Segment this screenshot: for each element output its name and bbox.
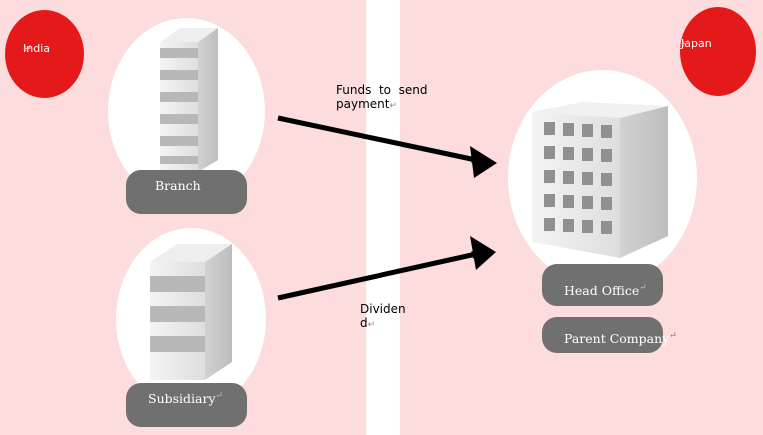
funds-label-line1: Funds to send bbox=[336, 83, 428, 97]
window-icon bbox=[601, 173, 612, 186]
dividend-label: Dividen d↵ bbox=[360, 302, 406, 332]
parent-company-pill: Parent Company↵ bbox=[542, 317, 677, 353]
head-office-pill: Head Office↵ bbox=[542, 264, 663, 306]
paragraph-mark-icon: ↵ bbox=[23, 42, 33, 55]
dividend-arrow bbox=[277, 250, 480, 301]
subsidiary-building-icon bbox=[150, 244, 232, 380]
head-office-label: Head Office bbox=[564, 283, 640, 298]
head-office-building-icon bbox=[532, 102, 668, 258]
window-icon bbox=[582, 124, 593, 137]
window-icon bbox=[544, 218, 555, 231]
branch-pill: Branch bbox=[126, 170, 247, 214]
window-icon bbox=[601, 149, 612, 162]
window-icon bbox=[563, 195, 574, 208]
window-icon bbox=[601, 221, 612, 234]
subsidiary-pill: Subsidiary↵ bbox=[126, 383, 247, 427]
window-icon bbox=[582, 172, 593, 185]
paragraph-mark-icon: ↵ bbox=[639, 283, 647, 293]
window-icon bbox=[563, 219, 574, 232]
window-icon bbox=[544, 194, 555, 207]
paragraph-mark-icon: ↵ bbox=[367, 320, 376, 330]
funds-label-line2: payment bbox=[336, 97, 390, 111]
window-icon bbox=[601, 125, 612, 138]
window-icon bbox=[544, 122, 555, 135]
dividend-arrowhead-icon bbox=[470, 236, 496, 270]
window-icon bbox=[563, 147, 574, 160]
window-icon bbox=[582, 148, 593, 161]
paragraph-mark-icon: ↵ bbox=[681, 37, 691, 50]
branch-label: Branch bbox=[155, 178, 201, 193]
funds-label: Funds to send payment↵ bbox=[336, 83, 428, 113]
subsidiary-label: Subsidiary bbox=[148, 391, 216, 406]
parent-company-label: Parent Company bbox=[564, 331, 670, 346]
country-japan-label: Japan bbox=[681, 37, 712, 50]
border-divider bbox=[366, 0, 400, 435]
window-icon bbox=[563, 171, 574, 184]
dividend-label-line2: d bbox=[360, 316, 368, 330]
funds-arrow bbox=[277, 115, 480, 164]
country-india-circle: India↵ bbox=[5, 10, 84, 98]
window-icon bbox=[601, 197, 612, 210]
window-icon bbox=[544, 170, 555, 183]
paragraph-mark-icon: ↵ bbox=[389, 101, 398, 111]
paragraph-mark-icon: ↵ bbox=[215, 391, 224, 401]
country-japan-circle: Japan↵ bbox=[680, 7, 756, 96]
window-icon bbox=[582, 220, 593, 233]
paragraph-mark-icon: ↵ bbox=[669, 331, 677, 341]
window-icon bbox=[582, 196, 593, 209]
branch-building-icon bbox=[160, 28, 218, 172]
window-icon bbox=[544, 146, 555, 159]
country-india-label: India bbox=[23, 42, 50, 55]
dividend-label-line1: Dividen bbox=[360, 302, 406, 316]
window-icon bbox=[563, 123, 574, 136]
funds-arrowhead-icon bbox=[470, 146, 497, 178]
